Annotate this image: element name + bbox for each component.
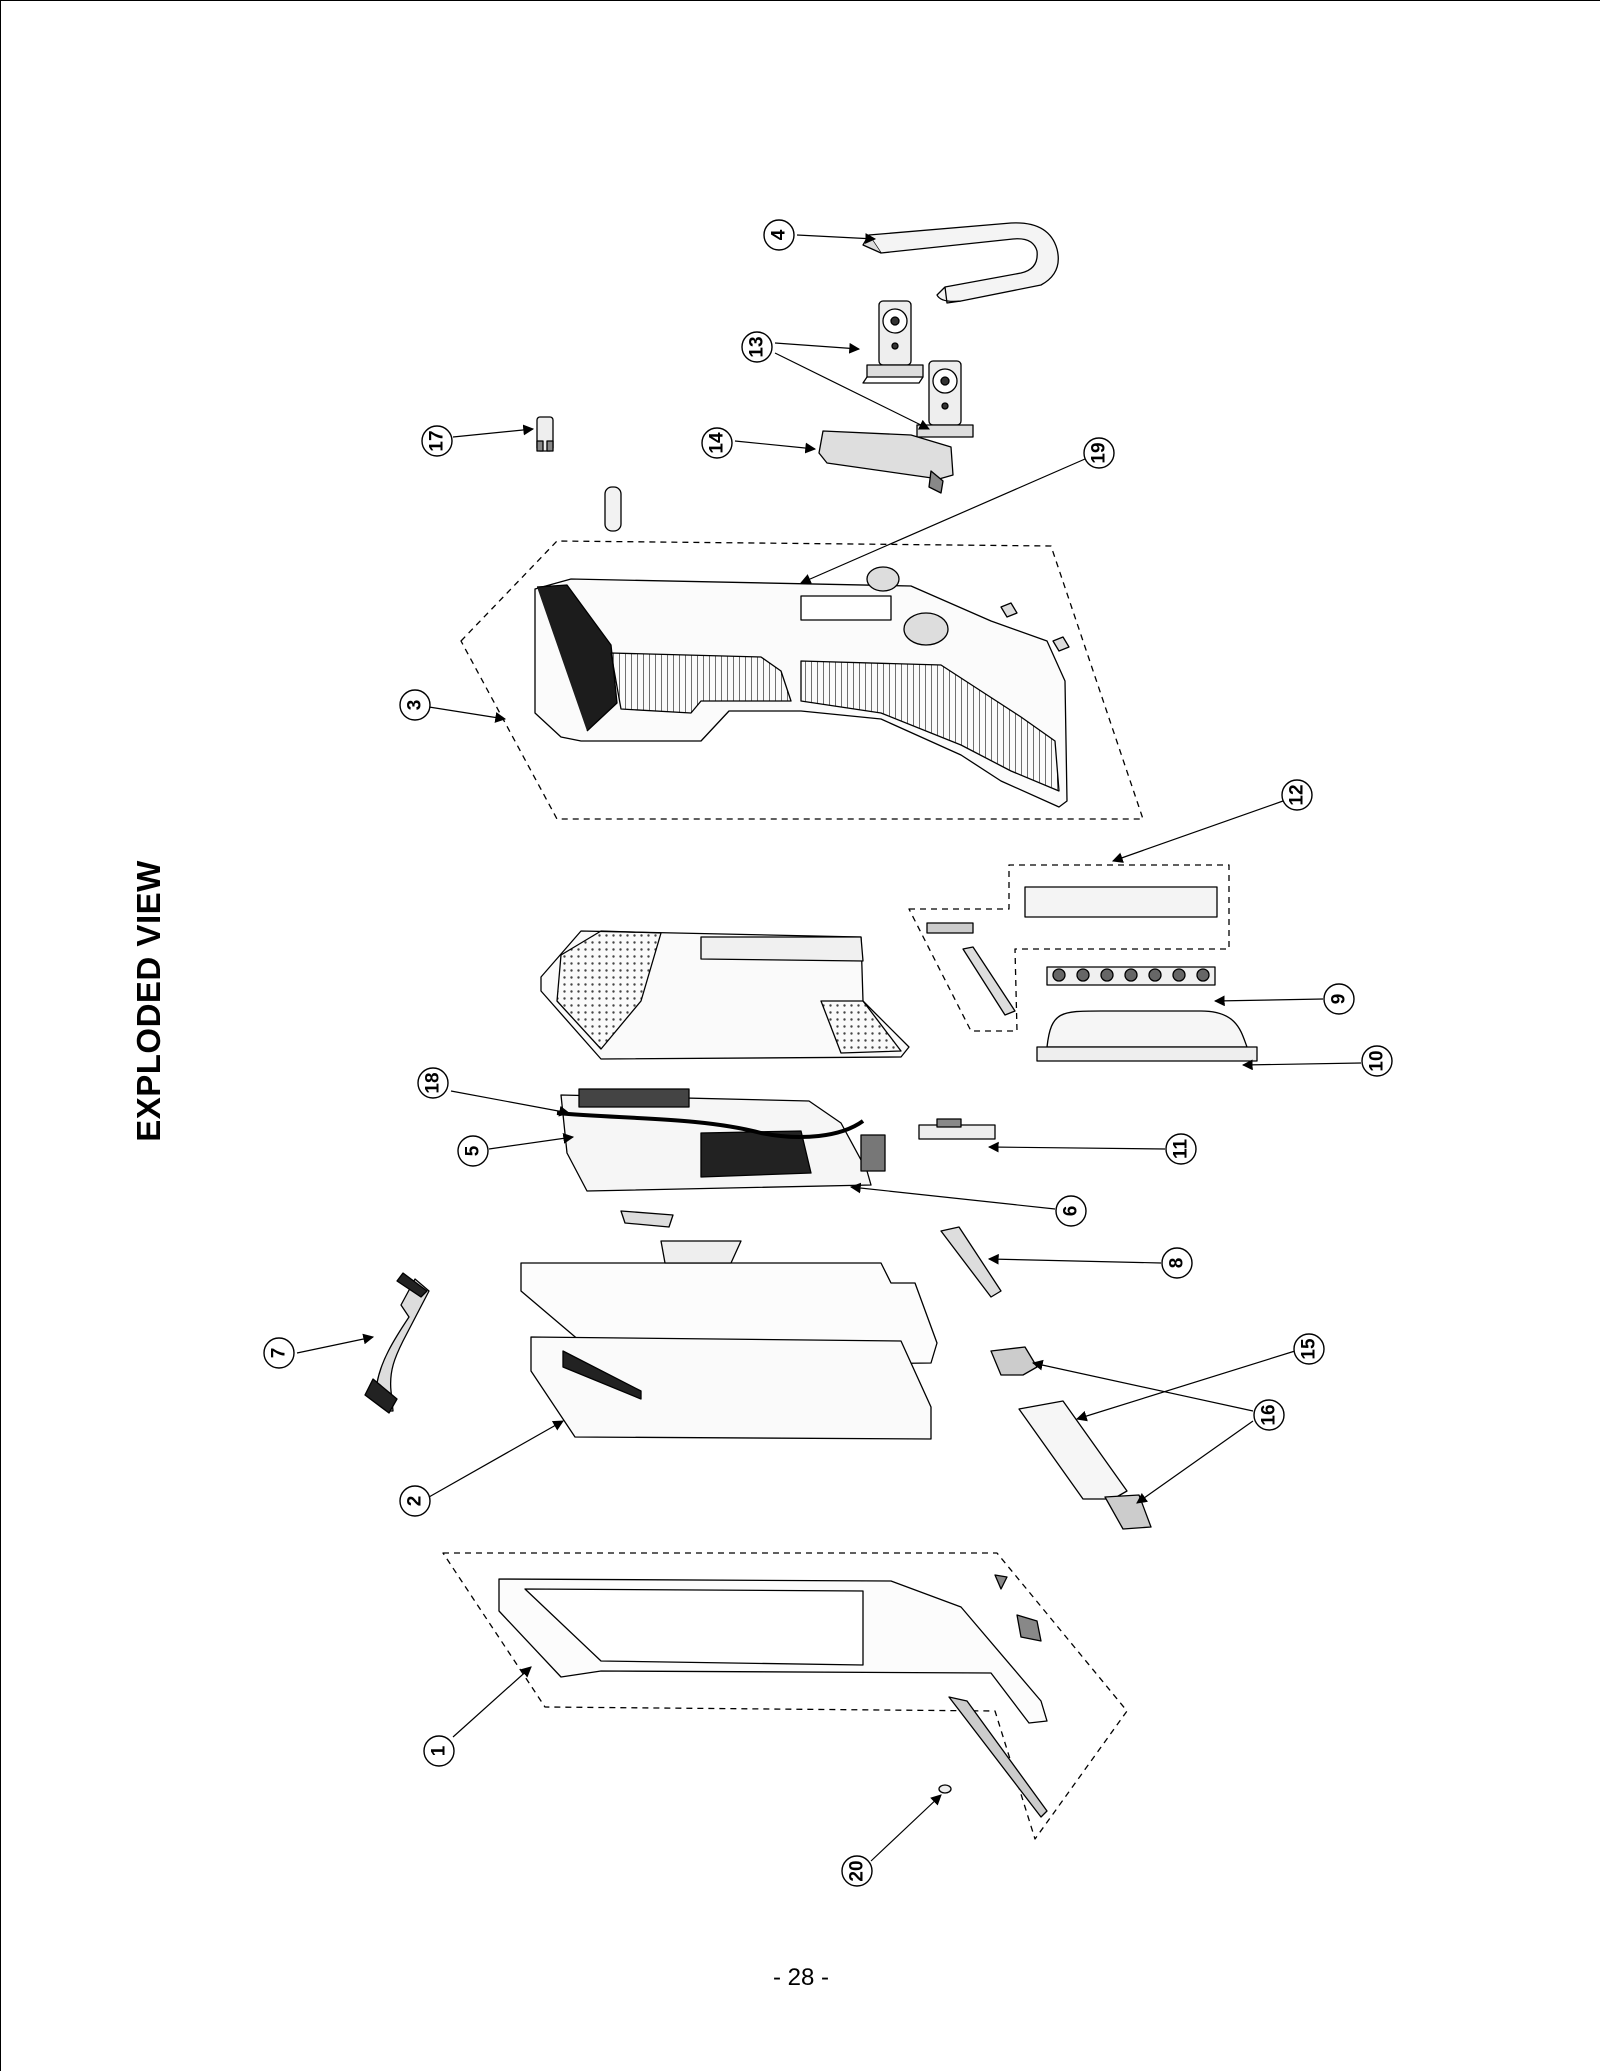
callout-label: 3 (405, 700, 426, 711)
part-speaker-right (1104, 1494, 1152, 1530)
part-hinge-right (916, 360, 974, 438)
callout-label: 10 (1367, 1050, 1388, 1071)
part-stand-arm (862, 222, 1059, 304)
part-clip (536, 416, 554, 452)
callout-3: 3 (399, 689, 431, 721)
part-button-bar (1036, 1010, 1258, 1062)
callout-17: 17 (421, 425, 453, 457)
callout-14: 14 (701, 427, 733, 459)
part-side-bracket (940, 1226, 1002, 1298)
callout-11: 11 (1165, 1133, 1197, 1165)
callout-label: 11 (1171, 1139, 1192, 1160)
part-main-board-shield (540, 930, 910, 1060)
callout-label: 13 (747, 336, 768, 357)
callout-label: 14 (707, 432, 728, 454)
callout-4: 4 (763, 219, 795, 251)
callout-6: 6 (1055, 1195, 1087, 1227)
callout-label: 18 (423, 1072, 444, 1093)
part-main-pcb (560, 1088, 886, 1192)
part-speaker-left (990, 1346, 1038, 1376)
part-ir-board (918, 1118, 996, 1140)
part-hinge-left (862, 300, 924, 384)
callout-label: 1 (429, 1745, 450, 1756)
callout-13: 13 (741, 331, 773, 363)
callout-label: 19 (1089, 442, 1110, 463)
callout-label: 12 (1287, 784, 1308, 805)
callout-12: 12 (1281, 779, 1313, 811)
part-cable-harness (556, 1111, 865, 1139)
part-key-pcb (908, 864, 1230, 1032)
part-button-knobs (1046, 966, 1216, 986)
callout-18: 18 (417, 1067, 449, 1099)
callout-label: 15 (1299, 1338, 1320, 1360)
part-hinge-cover-plate (818, 430, 954, 494)
part-lvds-cable (364, 1272, 430, 1414)
callout-2: 2 (399, 1485, 431, 1517)
callout-label: 4 (769, 229, 790, 240)
callout-5: 5 (457, 1135, 489, 1167)
callout-label: 2 (405, 1496, 426, 1507)
part-lcd-panel (530, 1336, 932, 1440)
callout-15: 15 (1293, 1333, 1325, 1365)
callout-label: 9 (1329, 994, 1350, 1005)
callout-label: 7 (269, 1348, 290, 1359)
callout-label: 6 (1061, 1206, 1082, 1217)
callout-label: 17 (427, 430, 448, 451)
callout-9: 9 (1323, 983, 1355, 1015)
part-screw (938, 1784, 952, 1794)
callout-1: 1 (423, 1735, 455, 1767)
part-small-bracket (620, 1210, 674, 1228)
part-cable-cap (604, 486, 622, 532)
callout-label: 20 (847, 1860, 868, 1881)
part-speaker-box (1018, 1400, 1128, 1500)
callout-16: 16 (1253, 1399, 1285, 1431)
callout-20: 20 (841, 1855, 873, 1887)
callout-label: 5 (463, 1145, 484, 1156)
callout-label: 8 (1167, 1258, 1188, 1269)
callout-7: 7 (263, 1337, 295, 1369)
callout-10: 10 (1361, 1045, 1393, 1077)
page-number: - 28 - (772, 1964, 829, 1991)
callout-8: 8 (1161, 1247, 1193, 1279)
callout-19: 19 (1083, 437, 1115, 469)
callout-label: 16 (1259, 1404, 1280, 1425)
part-back-cover (460, 540, 1144, 820)
part-front-bezel (442, 1552, 1128, 1840)
leader-lines (296, 233, 1362, 1862)
